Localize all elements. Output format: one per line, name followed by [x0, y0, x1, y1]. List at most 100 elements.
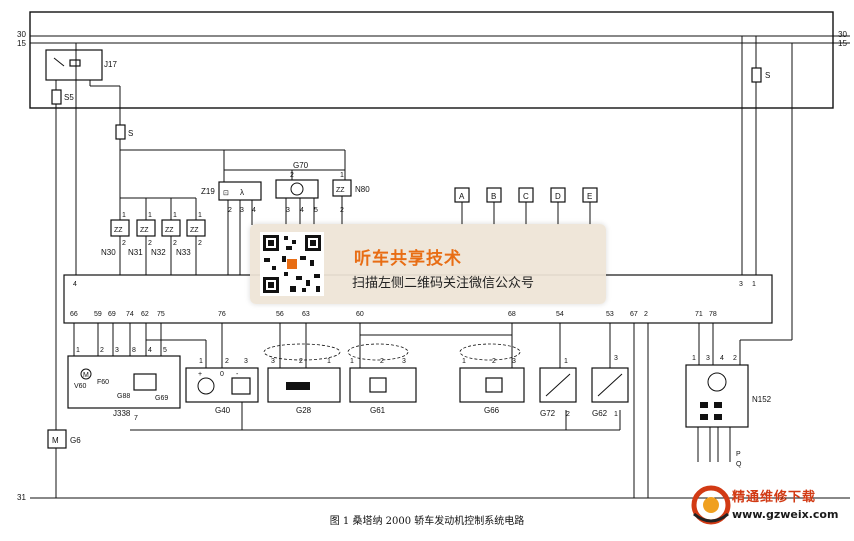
svg-text:63: 63: [302, 311, 310, 318]
svg-text:N80: N80: [355, 185, 370, 194]
svg-text:1: 1: [173, 212, 177, 219]
svg-text:4: 4: [300, 207, 304, 214]
svg-text:3: 3: [512, 358, 516, 365]
j17-label: J17: [104, 60, 117, 69]
svg-text:4: 4: [252, 207, 256, 214]
svg-text:G66: G66: [484, 406, 500, 415]
s-fuse-right: [751, 67, 762, 83]
svg-text:N30: N30: [101, 248, 116, 257]
svg-text:2: 2: [148, 240, 152, 247]
j17-coil: [69, 59, 81, 67]
s-fuse-right-label: S: [765, 71, 770, 80]
svg-text:2: 2: [100, 347, 104, 354]
svg-text:56: 56: [276, 311, 284, 318]
svg-text:1: 1: [122, 212, 126, 219]
connector-b: B: [486, 187, 502, 225]
svg-text:B: B: [491, 192, 496, 201]
svg-text:74: 74: [126, 311, 134, 318]
svg-text:3: 3: [240, 207, 244, 214]
svg-text:G72: G72: [540, 409, 556, 418]
svg-text:69: 69: [108, 311, 116, 318]
s-fuse-mid-label: S: [128, 129, 133, 138]
svg-text:2: 2: [299, 358, 303, 365]
svg-text:G61: G61: [370, 406, 386, 415]
svg-text:3: 3: [402, 358, 406, 365]
svg-text:4: 4: [720, 355, 724, 362]
svg-text:N33: N33: [176, 248, 191, 257]
coolant-temp-sensor-g62: 3 1 G62: [591, 355, 629, 418]
connector-d: D: [550, 187, 566, 225]
svg-text:2: 2: [566, 411, 570, 418]
ecu-pin-3: 3: [739, 281, 743, 288]
svg-text:+: +: [198, 371, 202, 378]
svg-text:-: -: [236, 371, 239, 378]
site-logo: 精通维修下载 www.gzweix.com: [690, 478, 854, 536]
svg-text:1: 1: [614, 411, 618, 418]
svg-text:53: 53: [606, 311, 614, 318]
svg-text:M: M: [52, 436, 59, 445]
svg-text:G40: G40: [215, 406, 231, 415]
svg-text:⊡: ⊡: [223, 190, 229, 197]
svg-text:7: 7: [134, 415, 138, 422]
logo-url: www.gzweix.com: [732, 508, 839, 521]
svg-text:N32: N32: [151, 248, 166, 257]
connector-c: C: [518, 187, 534, 225]
logo-name: 精通维修下载: [732, 490, 817, 505]
svg-text:E: E: [587, 192, 592, 201]
svg-text:76: 76: [218, 311, 226, 318]
intake-temp-sensor-g72: 1 2 G72: [539, 358, 577, 418]
svg-text:1: 1: [564, 358, 568, 365]
svg-text:Z19: Z19: [201, 187, 215, 196]
svg-text:2: 2: [733, 355, 737, 362]
svg-text:A: A: [459, 192, 465, 201]
svg-text:D: D: [555, 192, 561, 201]
svg-text:λ: λ: [240, 188, 244, 197]
svg-text:3: 3: [244, 358, 248, 365]
svg-text:1: 1: [692, 355, 696, 362]
qr-code-icon: [260, 232, 324, 296]
svg-text:ZZ: ZZ: [190, 227, 199, 234]
relay-box-frame: [29, 11, 834, 109]
svg-text:ZZ: ZZ: [336, 187, 345, 194]
svg-text:ZZ: ZZ: [165, 227, 174, 234]
svg-text:J338: J338: [113, 409, 131, 418]
ecu-pin-1: 1: [752, 281, 756, 288]
svg-text:V60: V60: [74, 383, 87, 390]
svg-text:2: 2: [644, 311, 648, 318]
svg-text:71: 71: [695, 311, 703, 318]
svg-text:1: 1: [340, 172, 344, 179]
connector-a: A: [454, 187, 470, 225]
svg-text:5: 5: [314, 207, 318, 214]
svg-text:67: 67: [630, 311, 638, 318]
rail-31-label: 31: [17, 493, 26, 502]
ecu-pin-4: 4: [73, 281, 77, 288]
svg-text:78: 78: [709, 311, 717, 318]
watermark-title: 听车共享技术: [354, 249, 462, 269]
svg-text:G70: G70: [293, 161, 309, 170]
svg-text:2: 2: [228, 207, 232, 214]
svg-text:Q: Q: [736, 461, 742, 468]
svg-text:1: 1: [198, 212, 202, 219]
svg-text:ZZ: ZZ: [114, 227, 123, 234]
svg-text:1: 1: [350, 358, 354, 365]
svg-text:P: P: [736, 451, 741, 458]
wrench-logo-icon: [691, 485, 731, 525]
svg-text:2: 2: [290, 172, 294, 179]
svg-text:G69: G69: [155, 395, 168, 402]
svg-text:4: 4: [148, 347, 152, 354]
svg-text:0: 0: [220, 371, 224, 378]
fuel-pump-g6: M G6: [47, 429, 81, 498]
svg-text:ZZ: ZZ: [140, 227, 149, 234]
svg-text:54: 54: [556, 311, 564, 318]
s5-label: S5: [64, 93, 74, 102]
svg-text:68: 68: [508, 311, 516, 318]
svg-text:5: 5: [163, 347, 167, 354]
rail-15-label-right: 15: [838, 39, 847, 48]
svg-text:59: 59: [94, 311, 102, 318]
svg-text:1: 1: [148, 212, 152, 219]
svg-text:62: 62: [141, 311, 149, 318]
throttle-body-j338: M V60 F60 G88 G69 J338 1 2 3 4 5 8 7: [67, 347, 181, 422]
svg-text:2: 2: [198, 240, 202, 247]
svg-text:N31: N31: [128, 248, 143, 257]
svg-text:2: 2: [492, 358, 496, 365]
